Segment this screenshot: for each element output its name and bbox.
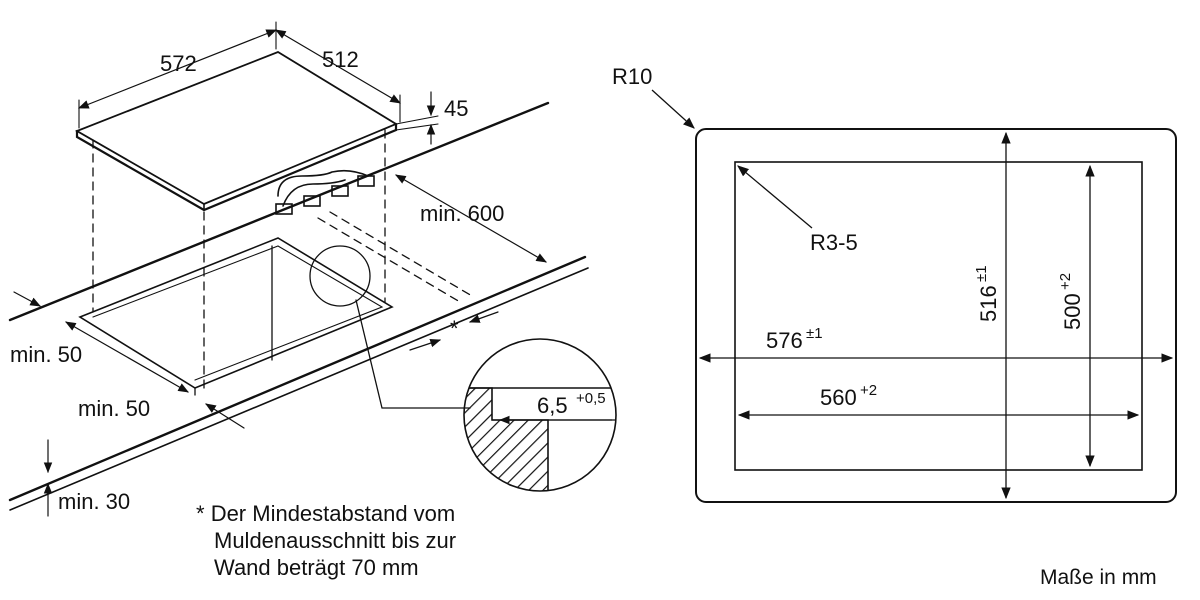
outer-width-label: 576 <box>766 328 803 353</box>
inner-height-tolerance: +2 <box>1057 273 1074 290</box>
inner-height-label: 500 <box>1060 293 1085 330</box>
min-rear-label: min. 600 <box>420 201 504 226</box>
hob-isometric <box>8 21 617 517</box>
detail-callout <box>309 245 617 492</box>
outer-width-tolerance: ±1 <box>806 325 823 342</box>
outer-frame <box>695 128 1177 503</box>
min-side-label: min. 50 <box>10 342 82 367</box>
worktop-cutout <box>78 237 394 396</box>
hob-connectors <box>275 169 375 215</box>
note-marker: * <box>196 501 205 526</box>
outer-height-tolerance: ±1 <box>973 265 990 282</box>
worktop <box>8 101 589 511</box>
projection-lines <box>92 129 473 389</box>
min-front-label: min. 50 <box>78 396 150 421</box>
depth-label: 512 <box>322 47 359 72</box>
outer-radius-label: R10 <box>612 64 652 89</box>
note-line-2: Muldenausschnitt bis zur <box>214 528 457 553</box>
outer-height-label: 516 <box>976 285 1001 322</box>
lip-label: 6,5 <box>537 393 568 418</box>
inner-width-label: 560 <box>820 385 857 410</box>
min-below-label: min. 30 <box>58 489 130 514</box>
height-label: 45 <box>444 96 468 121</box>
asterisk-mark: * <box>450 316 459 341</box>
note-line-1: * Der Mindestabstand vom <box>196 500 556 527</box>
cutout-plan <box>651 89 1177 503</box>
lip-tolerance: +0,5 <box>576 390 606 407</box>
note-line-3: Wand beträgt 70 mm <box>214 555 419 580</box>
width-label: 572 <box>160 51 197 76</box>
units-caption: Maße in mm <box>1040 566 1157 589</box>
inner-radius-label: R3-5 <box>810 230 858 255</box>
installation-note: * Der Mindestabstand vom Muldenausschnit… <box>196 500 556 581</box>
inner-width-tolerance: +2 <box>860 382 877 399</box>
inner-cutout <box>734 161 1143 471</box>
note-text-1: Der Mindestabstand vom <box>210 501 456 526</box>
